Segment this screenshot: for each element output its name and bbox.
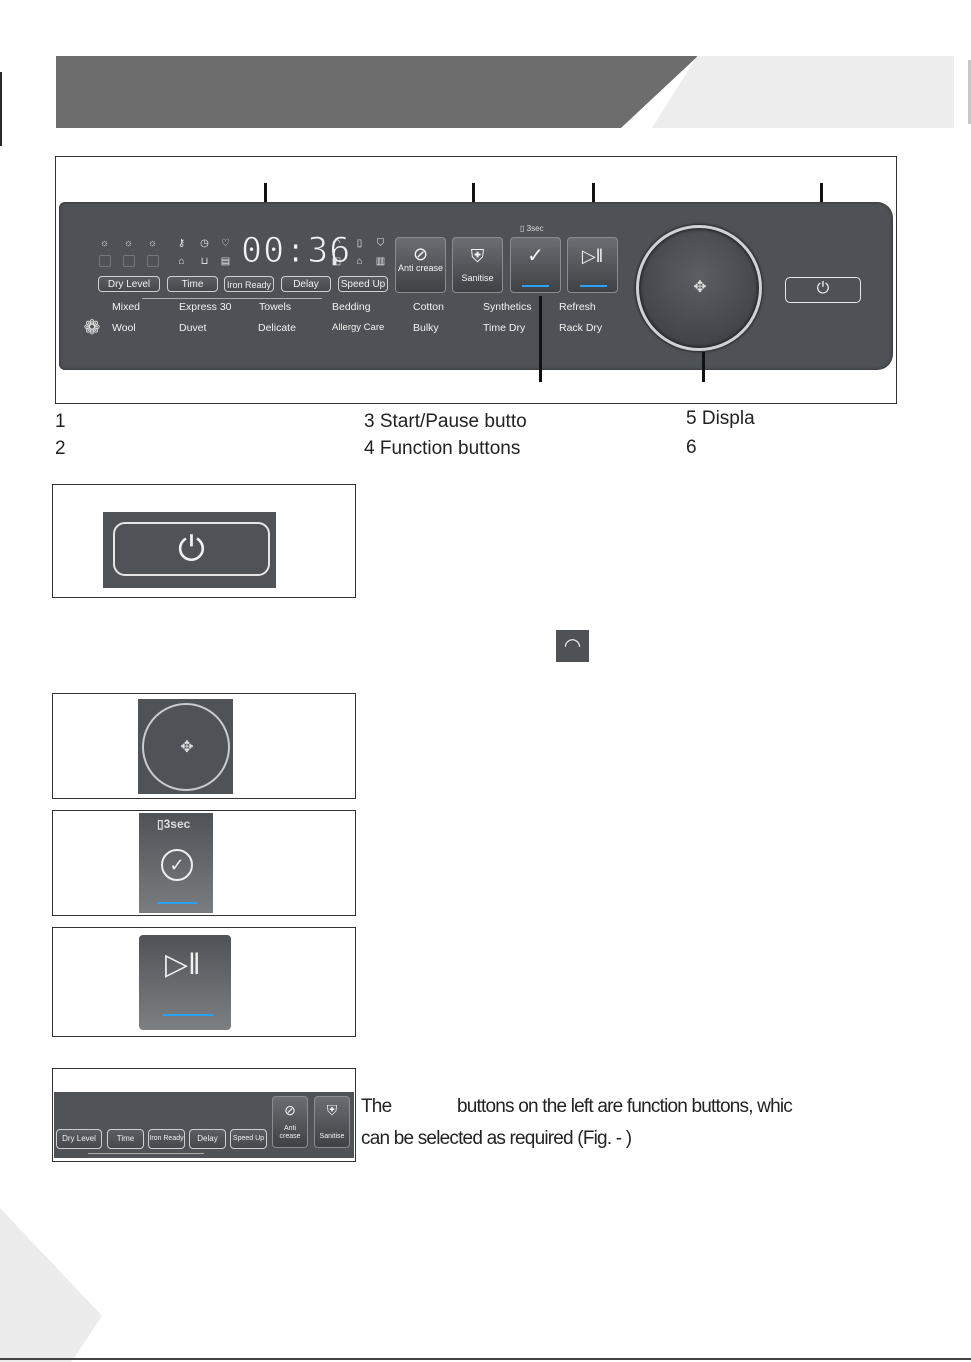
body-text-line-1b: buttons on the left are function buttons…: [457, 1096, 793, 1117]
time-button[interactable]: Time: [107, 1129, 144, 1149]
confirm-indicator: [522, 285, 549, 287]
program-delicate: Delicate: [258, 322, 296, 334]
bin-icon: ⊔: [200, 256, 209, 267]
play-pause-icon: ▷‖: [581, 246, 604, 266]
power-button-large[interactable]: ⏻: [113, 522, 270, 576]
program-time-dry: Time Dry: [483, 322, 526, 334]
steam-icon: ▥: [375, 256, 386, 267]
dial-large[interactable]: [142, 703, 230, 791]
sanitise-label: Sanitise: [461, 273, 494, 283]
program-rack-dry: Rack Dry: [559, 322, 603, 334]
shield-plus-icon: ⛨: [470, 246, 485, 266]
dry-level-1-icon: ☼: [99, 238, 110, 249]
child-lock-icon: ▯: [356, 238, 363, 249]
legend-item-4: 4 Function buttons: [364, 438, 521, 459]
filter-icon: ▤: [220, 256, 231, 267]
program-express-30: Express 30: [179, 301, 232, 313]
anti-crease-button[interactable]: ⊘ Anti crease: [395, 237, 446, 293]
page-corner: [0, 1208, 102, 1362]
dry-level-button[interactable]: Dry Level: [98, 276, 160, 292]
legend-item-6: 6: [686, 437, 697, 458]
confirm-button[interactable]: ✓: [510, 237, 561, 293]
delay-button[interactable]: Delay: [281, 276, 331, 292]
delay-button[interactable]: Delay: [189, 1129, 226, 1149]
page-edge-mark: [0, 72, 2, 146]
sanitise-button[interactable]: ⛨ Sanitise: [314, 1096, 350, 1148]
anti-crease-button[interactable]: ⊘ Anti crease: [272, 1096, 308, 1148]
dry-level-3-icon: ☼: [147, 238, 158, 249]
page-edge-mark-right: [968, 60, 971, 124]
program-wool: Wool: [112, 322, 136, 334]
header-banner: [56, 56, 698, 128]
key-combo-line: [142, 298, 322, 299]
legend-item-2: 2: [55, 438, 66, 459]
dial-center-icon: ✥: [180, 739, 194, 756]
time-button[interactable]: Time: [167, 276, 218, 292]
shirt-icon: ⌂: [178, 256, 185, 267]
program-dial[interactable]: [636, 225, 762, 351]
wifi-icon: ◠: [556, 630, 589, 662]
three-sec-label: 3sec: [526, 224, 544, 233]
indicator-box: [123, 255, 135, 267]
program-bulky: Bulky: [413, 322, 439, 334]
power-icon: ⏻: [178, 530, 205, 568]
page-bottom-rule: [0, 1358, 971, 1360]
indicator-box: [99, 255, 111, 267]
anti-crease-icon: ⊘: [412, 244, 429, 264]
three-sec-label: 3sec: [163, 817, 191, 831]
sanitise-button[interactable]: ⛨ Sanitise: [452, 237, 503, 293]
indicator-box: [147, 255, 159, 267]
power-button[interactable]: ⏻: [785, 277, 861, 303]
program-duvet: Duvet: [179, 322, 207, 334]
dial-center-icon: ✥: [693, 279, 707, 296]
header-banner-light: [652, 56, 954, 128]
legend-item-5: 5 Displa: [686, 408, 755, 429]
speed-up-button[interactable]: Speed Up: [230, 1129, 267, 1149]
body-text-line-1a: The: [361, 1096, 392, 1117]
program-cotton: Cotton: [413, 301, 444, 313]
anti-crease-label: Anti crease: [279, 1125, 301, 1140]
legend-item-3: 3 Start/Pause butto: [364, 411, 527, 432]
program-synthetics: Synthetics: [483, 301, 532, 313]
house-icon: ⌂: [356, 256, 363, 267]
program-mixed: Mixed: [112, 301, 141, 313]
start-pause-button[interactable]: ▷‖: [567, 237, 618, 293]
program-refresh: Refresh: [559, 301, 596, 313]
confirm-indicator: [157, 902, 197, 904]
wifi-icon: ◠: [332, 238, 341, 249]
iron-ready-button[interactable]: Iron Ready: [148, 1129, 185, 1149]
start-pause-indicator: [163, 1014, 213, 1016]
body-text-line-2: can be selected as required (Fig. - ): [361, 1128, 632, 1149]
dry-level-2-icon: ☼: [123, 238, 134, 249]
power-icon: ⏻: [816, 280, 830, 297]
dry-level-button[interactable]: Dry Level: [56, 1129, 102, 1149]
clock-icon: ◷: [200, 238, 209, 249]
wool-mark-icon: ❁: [83, 317, 101, 339]
play-pause-icon: ▷‖: [165, 948, 201, 981]
sanitise-label: Sanitise: [319, 1133, 345, 1140]
heart-icon: ♡: [221, 238, 230, 249]
anti-crease-icon: ⊘: [284, 1102, 296, 1118]
three-sec-hint: ▯ 3sec: [520, 224, 544, 233]
shield-plus-icon: ⛨: [326, 1102, 338, 1118]
iron-ready-button[interactable]: Iron Ready: [224, 276, 274, 292]
shield-icon: ⛉: [376, 238, 385, 249]
start-pause-indicator: [580, 285, 607, 287]
program-allergy-care: Allergy Care: [332, 322, 385, 333]
key-lock-icon: ⚷: [177, 238, 186, 249]
three-sec-hint: ▯3sec: [157, 817, 191, 831]
program-bedding: Bedding: [332, 301, 371, 313]
pointer-line-5: [539, 296, 542, 382]
time-display: 00:36: [240, 231, 352, 271]
program-towels: Towels: [259, 301, 292, 313]
speed-up-button[interactable]: Speed Up: [338, 276, 388, 292]
control-panel-figure: [55, 156, 897, 404]
check-circle-icon: ✓: [161, 849, 193, 881]
anti-crease-label: Anti crease: [397, 263, 444, 273]
check-circle-icon: ✓: [527, 245, 544, 267]
pointer-line-6: [702, 352, 705, 382]
rack-icon: ◧: [331, 256, 342, 267]
key-combo-line: [88, 1153, 204, 1154]
legend-item-1: 1: [55, 411, 66, 432]
